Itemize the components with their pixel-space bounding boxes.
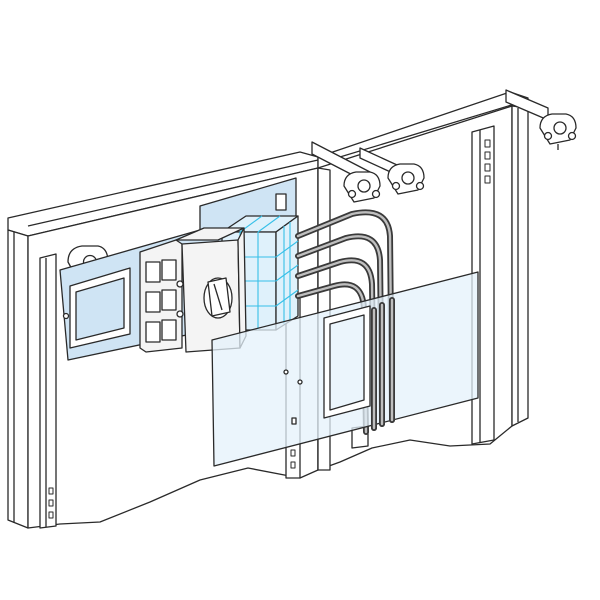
mounting-plate-cutout-inner — [75, 277, 125, 341]
rotary-handle-icon — [203, 277, 233, 319]
cable-3 — [295, 257, 377, 431]
clamp-right — [539, 113, 577, 150]
clamp-centre-right — [387, 163, 425, 195]
panel-hardware — [283, 369, 303, 425]
mounting-plate-hole — [62, 312, 70, 320]
cable-2 — [295, 233, 385, 427]
cover-window-inner — [329, 314, 365, 411]
cable-1 — [295, 209, 395, 423]
left-upright-holes — [48, 487, 54, 519]
transparent-cover — [211, 271, 479, 467]
switch-disconnector — [139, 227, 247, 353]
cables-front — [371, 297, 395, 431]
middle-upright-holes — [290, 449, 296, 469]
left-side-pillar — [7, 229, 29, 529]
left-top-rail-edge — [27, 159, 319, 227]
clamp-centre-left — [343, 171, 381, 203]
switch-terminals — [145, 259, 184, 343]
mounting-plate-slot — [275, 193, 287, 211]
left-upright — [39, 253, 57, 529]
switch-body-side — [237, 227, 247, 349]
right-side-pillar — [511, 105, 529, 427]
right-upright-holes — [484, 139, 491, 184]
